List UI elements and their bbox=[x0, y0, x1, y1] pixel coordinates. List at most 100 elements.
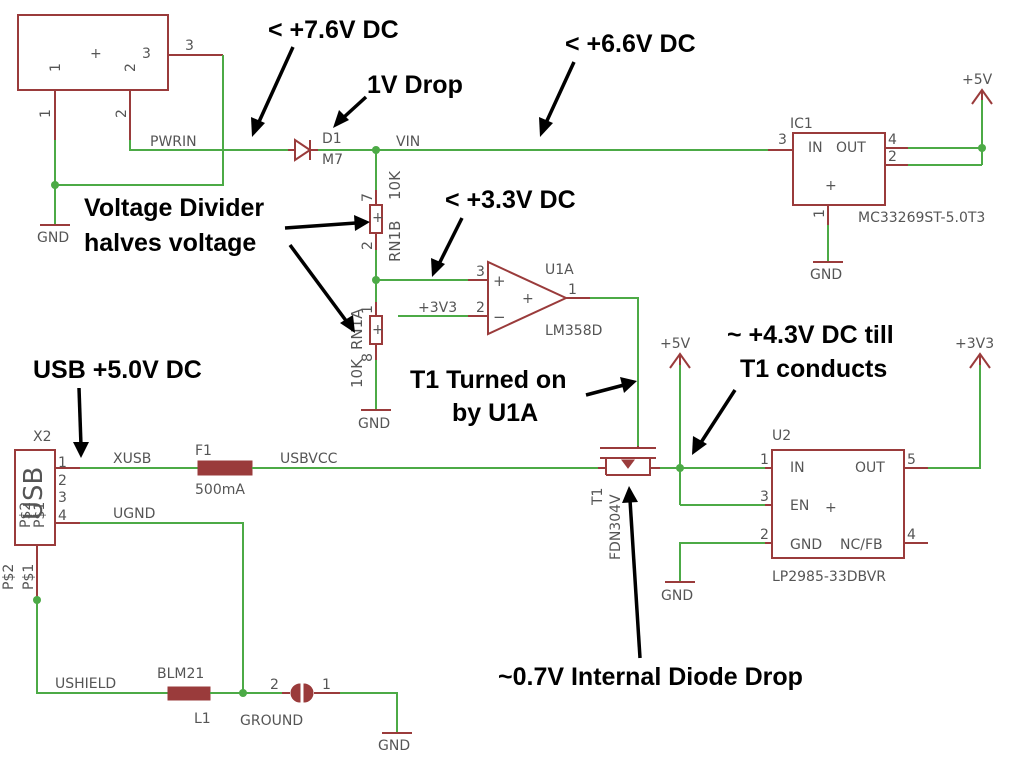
svg-text:1: 1 bbox=[58, 455, 67, 471]
f1-value: 500mA bbox=[195, 482, 245, 498]
u2-ncfb: NC/FB bbox=[840, 537, 883, 553]
svg-text:+5V: +5V bbox=[660, 336, 691, 352]
u1a-value: LM358D bbox=[545, 323, 602, 339]
svg-text:1: 1 bbox=[322, 677, 331, 693]
svg-text:−: − bbox=[493, 308, 506, 326]
u2-gnd: GND bbox=[790, 537, 822, 553]
svg-text:P$2: P$2 bbox=[1, 564, 17, 590]
ic1-in: IN bbox=[808, 140, 823, 156]
svg-text:7: 7 bbox=[360, 193, 376, 202]
annotation-3v3: < +3.3V DC bbox=[445, 186, 576, 214]
t1-value: FDN304V bbox=[608, 494, 624, 560]
diode-d1: D1 M7 bbox=[288, 131, 343, 168]
annotation-arrows bbox=[73, 46, 737, 659]
ic1-name: IC1 bbox=[790, 116, 813, 132]
u1a-name: U1A bbox=[545, 262, 574, 278]
gnd-symbol-top-left: GND bbox=[37, 224, 70, 246]
svg-text:+5V: +5V bbox=[962, 72, 993, 88]
jack-pin2-inner: 2 bbox=[123, 63, 139, 72]
svg-text:+: + bbox=[372, 210, 384, 226]
annotation-usb-5v: USB +5.0V DC bbox=[33, 356, 202, 384]
net-xusb: XUSB bbox=[113, 451, 151, 467]
ground-label: GROUND bbox=[240, 713, 303, 729]
resistor-rn1b: + 7 2 RN1B 10K bbox=[360, 170, 404, 262]
ic1-value: MC33269ST-5.0T3 bbox=[858, 210, 985, 226]
rn1b-value: 10K bbox=[386, 170, 404, 200]
svg-text:GND: GND bbox=[661, 588, 693, 604]
svg-text:P$1: P$1 bbox=[32, 502, 48, 528]
svg-text:2: 2 bbox=[58, 473, 67, 489]
mosfet-t1: T1 FDN304V bbox=[590, 446, 660, 560]
vin-net bbox=[318, 146, 768, 190]
ground-jumper: 2 1 GROUND bbox=[240, 677, 340, 729]
annotation-divider-2: halves voltage bbox=[84, 229, 256, 257]
annotation-4v3-1: ~ +4.3V DC till bbox=[727, 321, 894, 349]
annotation-7v6: < +7.6V DC bbox=[268, 16, 399, 44]
net-ushield: USHIELD bbox=[55, 676, 116, 692]
svg-text:3: 3 bbox=[476, 264, 485, 280]
opamp-u1a: 3 2 + − + 1 U1A LM358D bbox=[468, 260, 602, 339]
divider-nets bbox=[372, 250, 468, 302]
rn1b-name: RN1B bbox=[386, 221, 404, 262]
svg-text:+3V3: +3V3 bbox=[955, 336, 994, 352]
ic1-out: OUT bbox=[836, 140, 866, 156]
net-ugnd: UGND bbox=[113, 506, 155, 522]
power-jack: + 3 1 2 3 1 2 bbox=[17, 14, 223, 140]
t1-name: T1 bbox=[590, 488, 606, 506]
svg-text:4: 4 bbox=[907, 527, 916, 543]
svg-text:5: 5 bbox=[907, 452, 916, 468]
svg-text:+: + bbox=[522, 291, 534, 307]
supply-3v3: +3V3 bbox=[955, 336, 994, 369]
svg-text:P$1: P$1 bbox=[21, 564, 37, 590]
svg-text:1: 1 bbox=[360, 305, 376, 314]
jack-pin1-inner: 1 bbox=[48, 63, 64, 72]
svg-text:GND: GND bbox=[378, 738, 410, 754]
gnd-symbol-bottom: GND bbox=[378, 732, 412, 754]
svg-text:1: 1 bbox=[568, 282, 577, 298]
annotations: < +7.6V DC < +6.6V DC 1V Drop < +3.3V DC… bbox=[33, 16, 894, 691]
svg-text:2: 2 bbox=[476, 300, 485, 316]
svg-text:1: 1 bbox=[760, 452, 769, 468]
u2-value: LP2985-33DBVR bbox=[772, 569, 886, 585]
svg-text:4: 4 bbox=[888, 132, 897, 148]
gnd-symbol-divider: GND bbox=[358, 409, 391, 432]
jack-plus: + bbox=[90, 46, 102, 62]
l1-name: L1 bbox=[194, 711, 211, 727]
u2-en: EN bbox=[790, 498, 809, 514]
svg-text:GND: GND bbox=[37, 230, 69, 246]
d1-value: M7 bbox=[322, 152, 343, 168]
svg-text:GND: GND bbox=[358, 416, 390, 432]
d1-name: D1 bbox=[322, 131, 342, 147]
ferrite-l1: BLM21 L1 bbox=[157, 666, 211, 727]
net-pwrin: PWRIN bbox=[150, 134, 197, 150]
svg-text:4: 4 bbox=[58, 508, 67, 524]
annotation-4v3-2: T1 conducts bbox=[740, 355, 887, 383]
svg-text:P$2: P$2 bbox=[18, 502, 34, 528]
l1-value: BLM21 bbox=[157, 666, 204, 682]
supply-5v-top: +5V bbox=[962, 72, 993, 105]
jack-pin2: 2 bbox=[114, 109, 130, 118]
usb-connector-x2: X2 USB P$2 P$1 1 2 3 4 P$2 P$1 bbox=[1, 429, 80, 600]
ic1-nets bbox=[827, 100, 986, 262]
supply-5v-mid: +5V bbox=[660, 336, 691, 369]
annotation-6v6: < +6.6V DC bbox=[565, 30, 696, 58]
rn1a-value: 10K bbox=[348, 358, 366, 388]
annotation-diode-drop: ~0.7V Internal Diode Drop bbox=[498, 663, 803, 691]
annotation-t1-on-1: T1 Turned on bbox=[410, 366, 566, 394]
svg-text:+: + bbox=[825, 500, 837, 516]
svg-text:2: 2 bbox=[888, 149, 897, 165]
svg-text:3: 3 bbox=[58, 490, 67, 506]
annotation-1v-drop: 1V Drop bbox=[367, 71, 463, 99]
svg-text:+: + bbox=[493, 272, 506, 290]
u2-in: IN bbox=[790, 460, 805, 476]
net-vin: VIN bbox=[396, 134, 420, 150]
regulator-u2: U2 LP2985-33DBVR IN OUT EN + GND NC/FB 1… bbox=[760, 428, 928, 585]
gnd-symbol-ic1: GND bbox=[810, 261, 843, 283]
u2-out: OUT bbox=[855, 460, 885, 476]
svg-text:3: 3 bbox=[760, 489, 769, 505]
resistor-rn1a: + 1 8 RN1A 10K bbox=[348, 302, 384, 388]
fuse-f1: F1 500mA bbox=[195, 443, 253, 498]
gnd-symbol-u2: GND bbox=[661, 581, 695, 604]
net-usbvcc: USBVCC bbox=[280, 451, 338, 467]
